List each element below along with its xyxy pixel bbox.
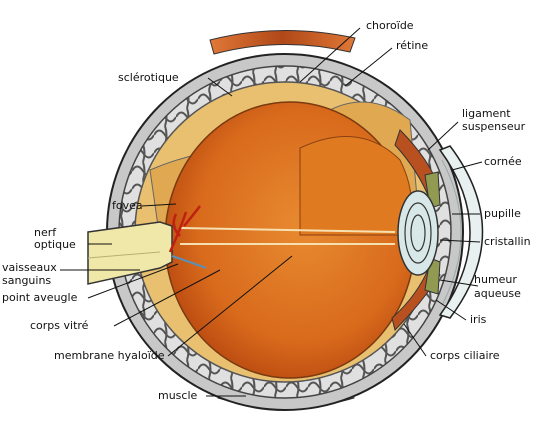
label-point-aveugle: point aveugle — [2, 291, 78, 304]
label-pupille: pupille — [484, 207, 521, 220]
label-nerf: nerf — [34, 226, 57, 239]
muscle-top — [209, 29, 356, 55]
label-sclerotique: sclérotique — [118, 71, 179, 84]
optic-nerve — [87, 221, 173, 285]
label-corps-ciliaire: corps ciliaire — [430, 349, 500, 362]
cornea — [438, 145, 484, 319]
label-suspenseur: suspenseur — [462, 120, 526, 133]
label-muscle: muscle — [158, 389, 198, 402]
label-membrane-hyaloide: membrane hyaloïde — [54, 349, 165, 362]
label-ligament: ligament — [462, 107, 511, 120]
label-cristallin: cristallin — [484, 235, 531, 248]
lens — [397, 190, 439, 276]
label-corps-vitre: corps vitré — [30, 319, 89, 332]
label-iris: iris — [470, 313, 487, 326]
blood-vessels — [168, 205, 201, 253]
label-retine: rétine — [396, 39, 429, 52]
hyaloid-canal-1 — [179, 227, 396, 233]
label-optique: optique — [34, 238, 76, 251]
label-cornee: cornée — [484, 155, 522, 168]
label-humeur: humeur — [474, 273, 517, 286]
label-fovea: fovea — [112, 199, 143, 212]
label-vaisseaux: vaisseaux — [2, 261, 57, 274]
label-aqueuse: aqueuse — [474, 287, 521, 300]
leader-lines — [60, 27, 483, 397]
label-choroide: choroïde — [366, 19, 414, 32]
label-sanguins: sanguins — [2, 274, 52, 287]
